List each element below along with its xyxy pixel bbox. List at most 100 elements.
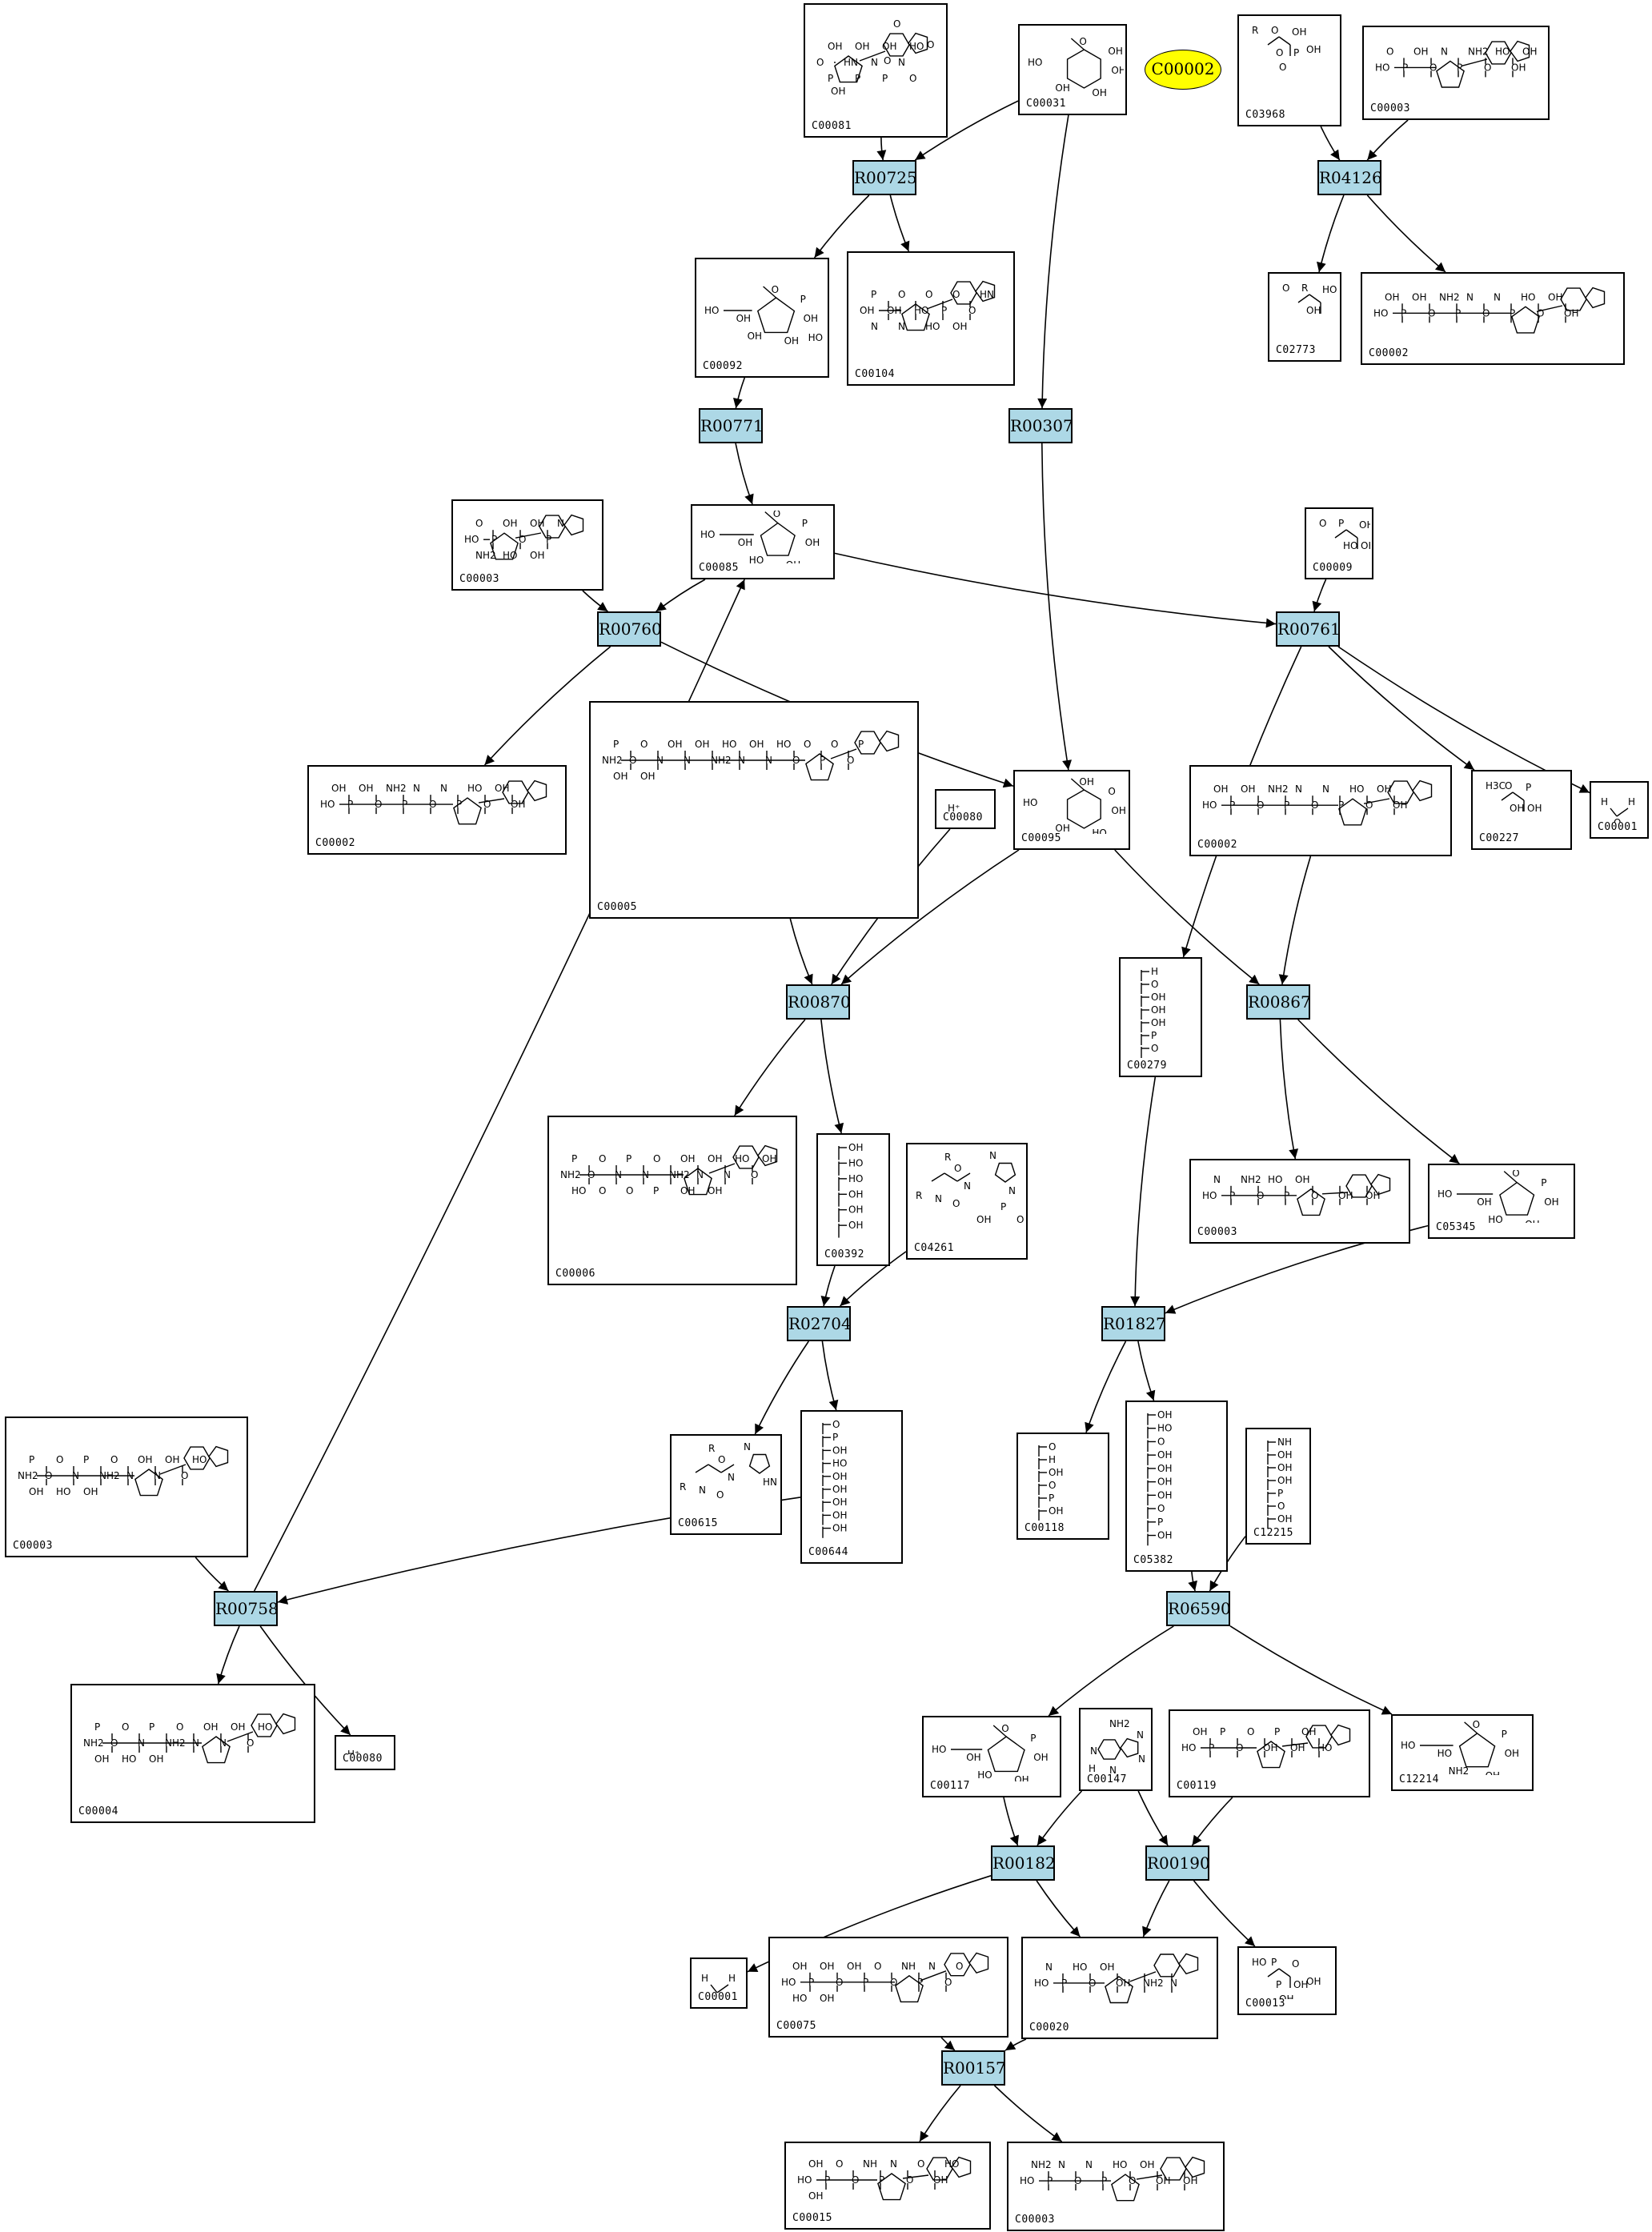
compound-id-label: C00004: [78, 1805, 118, 1817]
compound-box-c00031[interactable]: HOOHOOHOHOHC00031: [1018, 24, 1127, 115]
atom-label: N: [1138, 1753, 1145, 1765]
atom-label: OH: [1263, 1742, 1277, 1753]
atom-label: O: [1279, 62, 1286, 73]
atom-label: OH: [831, 86, 845, 97]
compound-box-c00080[interactable]: H⁺C00080: [935, 789, 996, 829]
reaction-node-r00190[interactable]: R00190: [1145, 1845, 1210, 1881]
atom-label: OH: [736, 313, 751, 324]
atom-label: N: [1058, 2159, 1065, 2170]
reaction-node-r00157[interactable]: R00157: [941, 2050, 1006, 2086]
atom-label: N: [1170, 1978, 1177, 1989]
reaction-node-r04126[interactable]: R04126: [1317, 160, 1382, 195]
atom-label: OH: [762, 1153, 776, 1164]
reaction-node-r02704[interactable]: R02704: [787, 1306, 852, 1341]
atom-label: N: [699, 1485, 706, 1496]
structure-drawing: H⁺: [347, 1749, 359, 1754]
atom-label: HO: [320, 799, 335, 810]
reaction-node-r00870[interactable]: R00870: [786, 984, 851, 1020]
atom-label: O: [1074, 2175, 1081, 2186]
atom-label: HO: [797, 2174, 812, 2186]
highlighted-compound-c00002[interactable]: C00002: [1145, 50, 1221, 90]
compound-id-label: C12215: [1253, 1527, 1293, 1539]
compound-box-c00085[interactable]: HOPOOHOHHOOHC00085: [691, 504, 835, 579]
reaction-node-r00760[interactable]: R00760: [597, 611, 662, 647]
atom-label: NH2: [1268, 783, 1289, 795]
atom-label: P: [1502, 1729, 1507, 1740]
reaction-node-r01827[interactable]: R01827: [1101, 1306, 1166, 1341]
compound-box-c00009[interactable]: OPOHHOOHC00009: [1305, 507, 1373, 579]
reaction-node-r00758[interactable]: R00758: [214, 1591, 279, 1626]
atom-label: O: [716, 1489, 724, 1501]
compound-box-c00080[interactable]: H⁺C00080: [335, 1735, 395, 1770]
atom-label: HO: [1375, 62, 1389, 73]
atom-label: OH: [952, 321, 967, 332]
compound-box-c12214[interactable]: HOPOOHOHNH2HOC12214: [1391, 1714, 1534, 1791]
atom-label: R: [916, 1190, 922, 1201]
compound-id-label: C00013: [1245, 1998, 1285, 2010]
compound-box-c05345[interactable]: HOPOOHOHHOOHC05345: [1428, 1164, 1575, 1239]
reaction-node-r00771[interactable]: R00771: [699, 408, 764, 443]
atom-label: R: [944, 1152, 951, 1163]
atom-label: N: [72, 1470, 79, 1481]
atom-label: HO: [1020, 2175, 1034, 2186]
reaction-node-r00761[interactable]: R00761: [1276, 611, 1341, 647]
reaction-node-r06590[interactable]: R06590: [1166, 1591, 1231, 1626]
reaction-node-r00307[interactable]: R00307: [1008, 408, 1073, 443]
atom-label: NH2: [18, 1470, 38, 1481]
atom-label: OH: [1486, 1770, 1500, 1775]
atom-label: H: [1089, 1763, 1096, 1774]
compound-box-c04261[interactable]: RONRNONNPOHOHC04261: [906, 1143, 1028, 1260]
atom-label: HO: [1113, 2159, 1127, 2170]
atom-label: NH2: [386, 783, 407, 794]
edge-r00182-to-c_020: [1036, 1880, 1081, 1937]
edge-c_147-to-r00182: [1037, 1790, 1083, 1846]
atom-label: O: [1089, 1978, 1096, 1989]
reaction-node-r00182[interactable]: R00182: [991, 1845, 1056, 1881]
atom-label: HO: [832, 1458, 847, 1469]
atom-label: HO: [1028, 57, 1042, 68]
edge-c_009-to-r00761: [1312, 579, 1327, 612]
atom-label: OH: [1049, 1467, 1063, 1478]
reaction-node-r00725[interactable]: R00725: [852, 160, 917, 195]
atom-label: O: [122, 1721, 129, 1733]
reaction-node-r00867[interactable]: R00867: [1246, 984, 1311, 1020]
atom-label: OH: [83, 1486, 98, 1497]
